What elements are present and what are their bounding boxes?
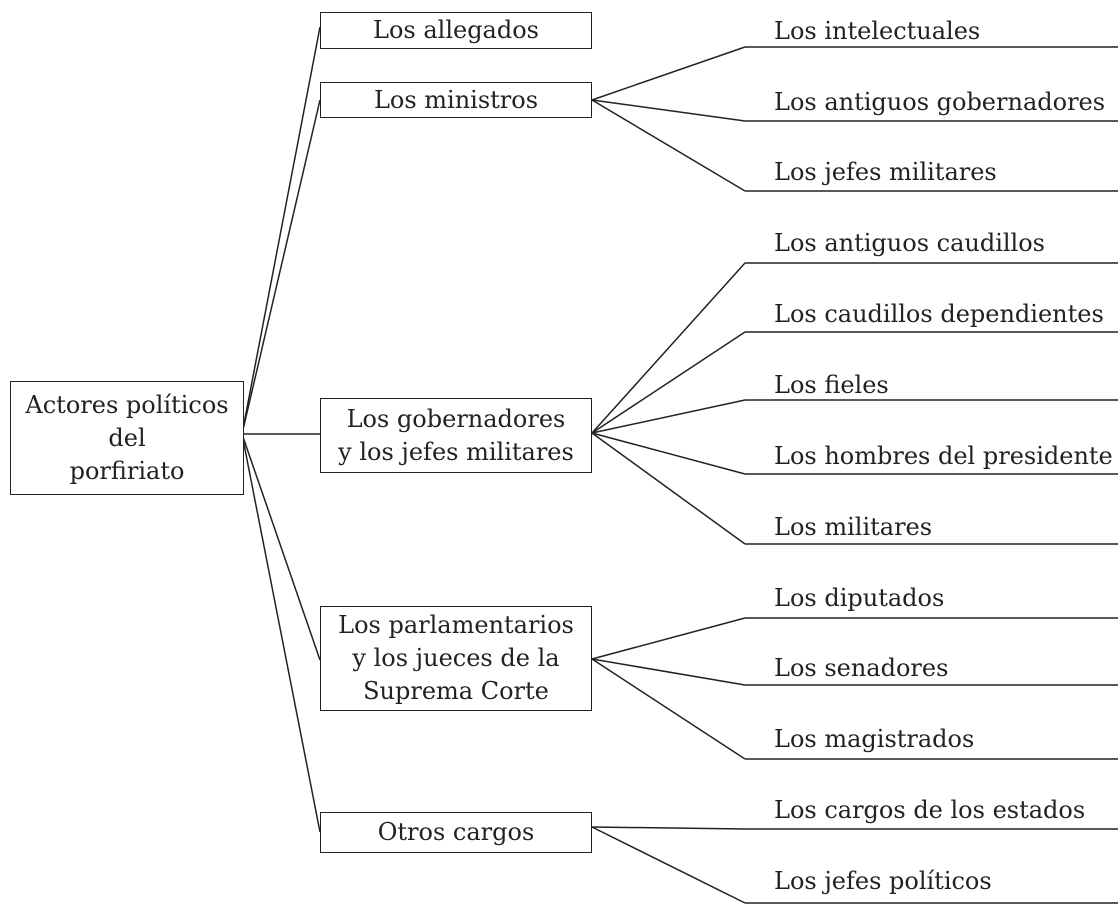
root-connector-line: [241, 433, 321, 833]
leaf-item: Los diputados: [774, 584, 945, 612]
branch-connector-line: [591, 658, 746, 760]
branch-connector-line: [591, 399, 746, 434]
branch-connector-line: [591, 826, 746, 830]
leaf-item: Los magistrados: [774, 725, 975, 753]
leaf-item: Los caudillos dependientes: [774, 300, 1104, 328]
branch-connector-line: [591, 432, 746, 475]
branch-connector-line: [591, 658, 746, 686]
branch-connector-line: [591, 432, 746, 545]
branch-connector-line: [591, 99, 746, 192]
category-ministros: Los ministros: [320, 82, 592, 118]
root-connector-line: [241, 99, 321, 435]
branch-connector-line: [591, 826, 746, 904]
root-label: Actores políticos del porfiriato: [25, 390, 229, 485]
category-allegados: Los allegados: [320, 12, 592, 49]
leaf-item: Los antiguos caudillos: [774, 229, 1045, 257]
category-label: Los gobernadores y los jefes militares: [338, 404, 574, 466]
category-parlamentarios: Los parlamentarios y los jueces de la Su…: [320, 606, 592, 711]
category-otros-cargos: Otros cargos: [320, 812, 592, 853]
category-label: Los parlamentarios y los jueces de la Su…: [338, 611, 574, 705]
leaf-item: Los senadores: [774, 654, 949, 682]
leaf-item: Los intelectuales: [774, 17, 981, 45]
category-label: Los allegados: [373, 16, 539, 44]
leaf-item: Los jefes militares: [774, 158, 997, 186]
leaf-item: Los militares: [774, 513, 933, 541]
leaf-item: Los fieles: [774, 371, 889, 399]
category-gobernadores: Los gobernadores y los jefes militares: [320, 398, 592, 473]
leaf-item: Los jefes políticos: [774, 867, 992, 895]
leaf-item: Los antiguos gobernadores: [774, 88, 1106, 116]
branch-connector-line: [591, 617, 746, 660]
root-node: Actores políticos del porfiriato: [10, 381, 244, 495]
root-connector-line: [241, 26, 321, 435]
root-connector-line: [241, 433, 321, 661]
branch-connector-line: [591, 331, 746, 434]
branch-connector-line: [591, 262, 746, 434]
branch-connector-line: [591, 99, 746, 122]
branch-connector-line: [591, 46, 746, 101]
category-label: Los ministros: [373, 85, 539, 114]
category-label: Otros cargos: [377, 818, 535, 846]
leaf-item: Los cargos de los estados: [774, 796, 1086, 824]
leaf-item: Los hombres del presidente: [774, 442, 1113, 470]
